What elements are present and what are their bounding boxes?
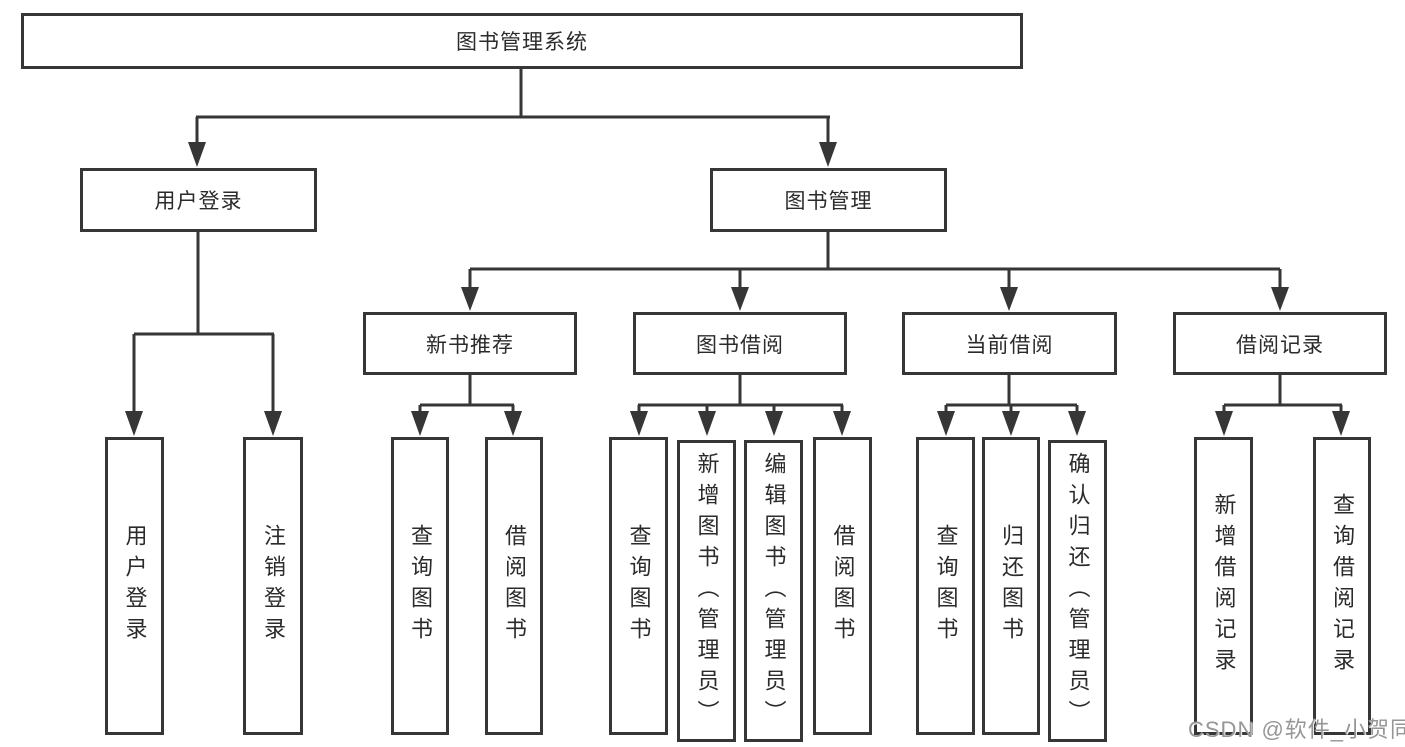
arrowhead-leaf-logout [264,411,282,436]
arrowhead-user-login [188,142,206,167]
leaf-borrow-borrow-books: 借阅图书 [813,437,872,735]
leaf-borrow-add-books-admin: 新增图书（管理员） [677,440,736,742]
arrowhead-newbook-query [411,411,429,436]
leaf-borrow-edit-books-admin: 编辑图书（管理员） [744,440,803,742]
arrowhead-records-add [1215,411,1233,436]
node-new-book-recommend: 新书推荐 [363,312,577,375]
node-book-borrow: 图书借阅 [633,312,847,375]
arrowhead-borrow-borrow [833,411,851,436]
arrowhead-book-management [819,142,837,167]
leaf-records-query-record: 查询借阅记录 [1313,437,1371,735]
csdn-watermark: CSDN @软件_小贺同学 [1188,717,1405,742]
node-user-login: 用户登录 [80,168,317,232]
arrowhead-current-borrow [1000,287,1018,311]
arrowhead-current-return [1002,411,1020,436]
node-root: 图书管理系统 [21,13,1023,69]
arrowhead-borrow-query [630,411,648,436]
arrowhead-current-query [937,411,955,436]
leaf-current-return-books: 归还图书 [982,437,1040,735]
leaf-records-add-record: 新增借阅记录 [1194,437,1253,735]
arrowhead-book-borrow [731,287,749,311]
arrowhead-newbook-borrow [504,411,522,436]
arrowhead-records-query [1332,411,1350,436]
node-borrow-records: 借阅记录 [1173,312,1387,375]
arrowhead-current-confirm [1068,411,1086,436]
arrowhead-new-book [461,287,479,311]
leaf-newbook-borrow-books: 借阅图书 [485,437,543,735]
node-current-borrow: 当前借阅 [902,312,1117,375]
leaf-borrow-query-books: 查询图书 [609,437,668,735]
node-book-management: 图书管理 [710,168,947,232]
leaf-current-confirm-return-admin: 确认归还（管理员） [1048,440,1107,742]
arrowhead-borrow-records [1271,287,1289,311]
arrowhead-borrow-add [698,411,716,436]
arrowhead-leaf-user-login [125,411,143,436]
leaf-user-login: 用户登录 [105,437,164,735]
leaf-current-query-books: 查询图书 [916,437,975,735]
leaf-logout: 注销登录 [243,437,303,735]
arrowhead-borrow-edit [765,411,783,436]
leaf-newbook-query-books: 查询图书 [391,437,449,735]
